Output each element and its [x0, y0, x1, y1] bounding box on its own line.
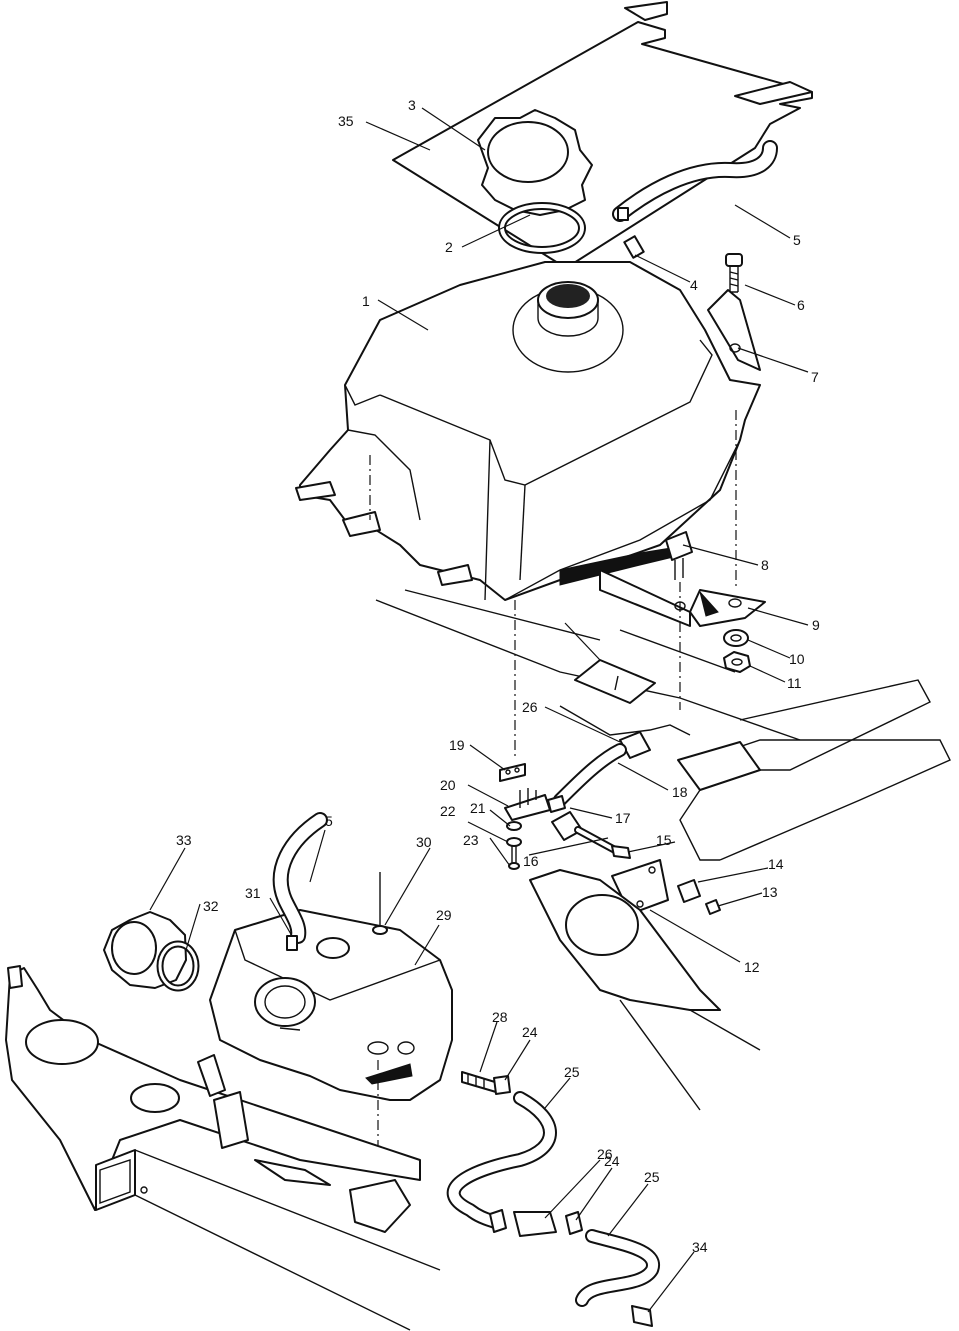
washer-10 [723, 629, 749, 647]
callout-10: 10 [789, 651, 805, 667]
callout-24-lower: 24 [604, 1153, 620, 1169]
fuel-tank-main [295, 261, 761, 601]
fuel-line-lower [446, 1071, 660, 1327]
callout-12: 12 [744, 959, 760, 975]
vent-hose-upper [612, 140, 778, 222]
rear-frame-member [5, 965, 441, 1331]
callout-9: 9 [812, 617, 820, 633]
callout-24-upper: 24 [522, 1024, 538, 1040]
callout-3: 3 [408, 97, 416, 113]
callout-33: 35 [338, 113, 354, 129]
callout-25-upper: 25 [564, 1064, 580, 1080]
callout-19: 19 [449, 737, 465, 753]
frame-rail-upper [375, 589, 951, 861]
fuel-petcock-assembly [499, 743, 627, 870]
callout-7: 7 [811, 369, 819, 385]
callout-18: 18 [672, 784, 688, 800]
vent-hose-lower [272, 812, 328, 944]
decal-35 [574, 659, 656, 704]
callout-23: 23 [463, 832, 479, 848]
callout-26-lower: 26 [597, 1146, 613, 1162]
callout-20: 20 [440, 777, 456, 793]
fuel-cap-main [477, 109, 593, 216]
callout-16: 16 [523, 853, 539, 869]
callout-30: 31 [245, 885, 261, 901]
callout-26-upper: 26 [522, 699, 538, 715]
callout-27: 28 [492, 1009, 508, 1025]
callout-5-upper: 5 [793, 232, 801, 248]
leader-lines [149, 107, 809, 1313]
dipstick-29 [372, 872, 388, 935]
callout-22: 22 [440, 803, 456, 819]
screw-13 [705, 899, 721, 915]
callout-15: 15 [656, 832, 672, 848]
tank-bracket-7 [707, 289, 761, 371]
callout-4: 4 [690, 277, 698, 293]
callout-5-lower: 5 [325, 813, 333, 829]
callout-8: 8 [761, 557, 769, 573]
bolt-6 [725, 253, 743, 293]
callout-1: 1 [362, 293, 370, 309]
bolt-8 [665, 531, 693, 580]
callout-28: 29 [436, 907, 452, 923]
callout-21: 21 [470, 800, 486, 816]
mounting-bracket-9 [599, 569, 766, 627]
callout-14: 14 [768, 856, 784, 872]
callout-31: 32 [203, 898, 219, 914]
callout-29: 30 [416, 834, 432, 850]
vent-fitting [617, 207, 645, 259]
inline-filter-26-upper [559, 705, 691, 759]
heat-shield-panel [392, 1, 813, 269]
frame-tube-front [529, 869, 761, 1111]
alignment-lines [369, 410, 737, 1145]
fitting-30 [286, 935, 298, 951]
callout-17: 17 [615, 810, 631, 826]
reserve-tank-28 [209, 909, 453, 1101]
callout-labels: 35 3 2 4 5 6 7 1 8 9 10 11 26 19 18 20 1… [176, 97, 820, 1255]
callout-32: 33 [176, 832, 192, 848]
callout-6: 6 [797, 297, 805, 313]
reserve-tank-gasket-31 [156, 940, 200, 992]
callout-13: 13 [762, 884, 778, 900]
callout-2: 2 [445, 239, 453, 255]
callout-34: 34 [692, 1239, 708, 1255]
clip-14 [677, 879, 701, 903]
callout-25-lower: 25 [644, 1169, 660, 1185]
callout-11: 11 [787, 675, 802, 691]
reserve-tank-cap-32 [103, 911, 187, 989]
